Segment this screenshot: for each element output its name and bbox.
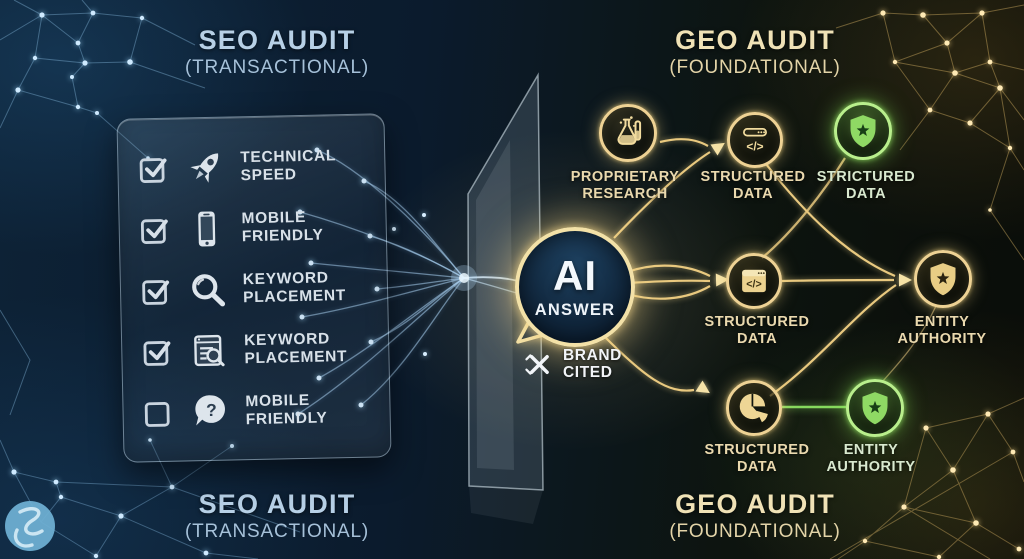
seo-title: SEO AUDIT	[198, 489, 356, 519]
seo-checklist-panel: TECHNICAL SPEED MOBILE FRIENDLY	[116, 113, 392, 463]
ai-answer-title: AI	[553, 251, 597, 299]
node-label-entity-authority-green: ENTITY AUTHORITY	[826, 442, 916, 476]
magnifier-icon	[192, 274, 226, 307]
ai-answer-node: AI ANSWER	[515, 227, 635, 347]
checklist-row-mobile-friendly: MOBILE FRIENDLY	[137, 198, 370, 259]
seo-subtitle: (TRANSACTIONAL)	[184, 521, 370, 543]
question-bubble-icon: ?	[195, 395, 225, 426]
node-label-entity-authority-gold: ENTITY AUTHORITY	[897, 314, 987, 348]
node-label-structured-data-middle: STRUCTURED DATA	[704, 314, 810, 348]
node-label-strictured-data: STRICTURED DATA	[816, 169, 916, 203]
geo-subtitle: (FOUNDATIONAL)	[669, 57, 841, 79]
brand-cited-icon	[525, 354, 549, 375]
browser-code-icon: </>	[742, 269, 766, 293]
checkbox-checked-icon	[139, 158, 167, 183]
smartphone-icon	[198, 211, 216, 247]
checklist-row-technical-speed: TECHNICAL SPEED	[136, 137, 369, 198]
node-structured-data-top: </>	[727, 112, 783, 168]
signal-streams	[297, 149, 523, 415]
svg-text:</>: </>	[746, 139, 763, 153]
seo-title: SEO AUDIT	[198, 25, 356, 55]
checklist-item-label: KEYWORD PLACEMENT	[242, 269, 347, 307]
checkbox-checked-icon	[140, 219, 168, 244]
geo-heading-bottom: GEO AUDIT (FOUNDATIONAL)	[585, 490, 925, 543]
checklist-row-mobile-friendly-2: ? MOBILE FRIENDLY	[141, 381, 374, 442]
checklist-row-keyword-placement: KEYWORD PLACEMENT	[138, 259, 371, 320]
checklist-item-label: TECHNICAL SPEED	[240, 147, 337, 185]
constellation-bottom-right-dots	[862, 411, 1022, 559]
node-label-structured-data-bottom: STRUCTURED DATA	[704, 442, 810, 476]
geo-heading-top: GEO AUDIT (FOUNDATIONAL)	[585, 26, 925, 79]
checklist-item-label: MOBILE FRIENDLY	[241, 209, 324, 246]
rocket-icon	[190, 153, 219, 183]
node-entity-authority-green	[846, 379, 904, 437]
checklist-item-label: MOBILE FRIENDLY	[245, 392, 328, 429]
checkbox-checked-icon	[142, 280, 170, 305]
node-structured-data-bottom	[726, 380, 782, 436]
document-search-icon	[194, 334, 225, 367]
gold-flow-lines	[597, 138, 937, 397]
node-label-structured-data-top: STRUCTURED DATA	[700, 169, 806, 203]
constellation-bottom-left-dots	[11, 438, 234, 559]
node-proprietary-research	[599, 104, 657, 162]
shield-star-icon	[850, 115, 876, 148]
node-entity-authority-gold	[914, 250, 972, 308]
shield-star-icon	[930, 263, 956, 296]
brand-cited-label: BRAND CITED	[563, 347, 622, 382]
svg-text:?: ?	[206, 400, 217, 420]
checkbox-unchecked-icon	[144, 402, 170, 427]
glass-pane	[451, 72, 544, 524]
signal-stream-dots	[295, 147, 427, 417]
seo-subtitle: (TRANSACTIONAL)	[184, 57, 370, 79]
brand-cited-badge: BRAND CITED	[523, 347, 622, 382]
flask-icon	[617, 116, 642, 145]
pie-chart-icon	[739, 393, 768, 423]
checkbox-checked-icon	[143, 341, 171, 366]
node-strictured-data	[834, 102, 892, 160]
node-structured-data-middle: </>	[726, 253, 782, 309]
svg-text:</>: </>	[746, 279, 761, 291]
geo-title: GEO AUDIT	[675, 489, 835, 519]
ai-answer-subtitle: ANSWER	[534, 300, 616, 319]
gold-arrowheads	[695, 142, 912, 394]
checklist-item-label: KEYWORD PLACEMENT	[243, 330, 348, 368]
constellation-top-right-dots	[880, 10, 1013, 212]
code-icon: </>	[743, 128, 767, 153]
seo-heading-top: SEO AUDIT (TRANSACTIONAL)	[107, 26, 447, 79]
logo-mark	[5, 501, 55, 551]
geo-title: GEO AUDIT	[675, 25, 835, 55]
checklist-row-keyword-placement-2: KEYWORD PLACEMENT	[140, 320, 373, 381]
shield-star-icon	[862, 392, 888, 425]
geo-subtitle: (FOUNDATIONAL)	[669, 521, 841, 543]
node-label-proprietary-research: PROPRIETARY RESEARCH	[570, 169, 680, 203]
seo-heading-bottom: SEO AUDIT (TRANSACTIONAL)	[107, 490, 447, 543]
